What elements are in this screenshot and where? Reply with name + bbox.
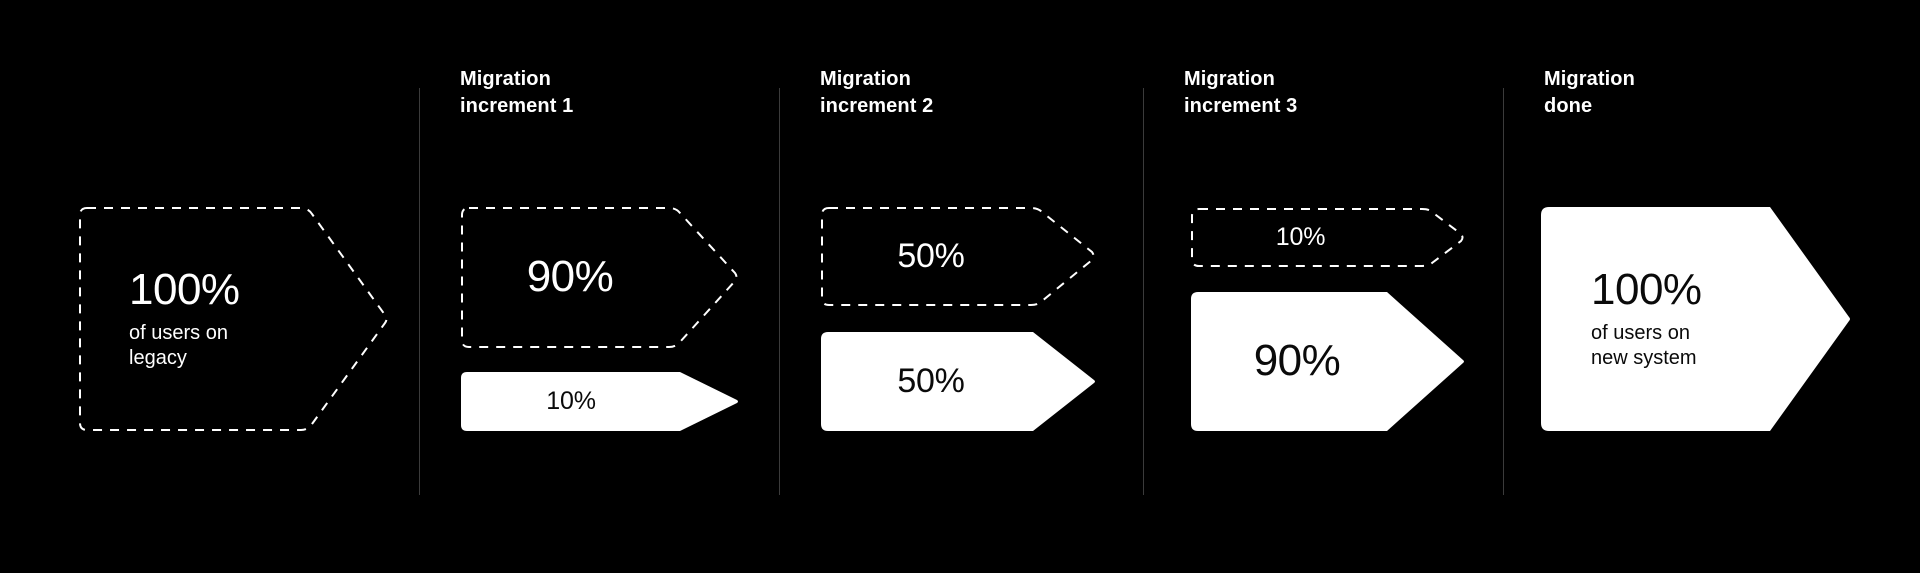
arrow-shape-solid <box>1541 207 1850 431</box>
arrow-inc1-legacy: 90% <box>461 207 739 348</box>
arrow-shape-dashed <box>821 207 1095 306</box>
arrow-inc2-legacy: 50% <box>821 207 1096 306</box>
column-divider-4 <box>1503 88 1504 495</box>
arrow-done-100: 100% of users on new system <box>1541 207 1851 431</box>
arrow-shape-solid <box>821 332 1095 431</box>
column-header-increment-1: Migration increment 1 <box>460 68 574 117</box>
column-header-increment-3: Migration increment 3 <box>1184 68 1298 117</box>
arrow-inc3-legacy: 10% <box>1191 208 1465 267</box>
column-divider-1 <box>419 88 420 495</box>
arrow-shape-solid <box>461 372 738 431</box>
arrow-shape-solid <box>1191 292 1464 431</box>
arrow-legacy-100: 100% of users on legacy <box>79 207 389 431</box>
column-header-increment-2: Migration increment 2 <box>820 68 934 117</box>
column-header-done: Migration done <box>1544 68 1635 117</box>
arrow-shape-dashed <box>461 207 738 348</box>
arrow-shape-dashed <box>79 207 388 431</box>
arrow-shape-dashed <box>1191 208 1464 267</box>
column-divider-2 <box>779 88 780 495</box>
arrow-inc3-new: 90% <box>1191 292 1465 431</box>
arrow-inc1-new: 10% <box>461 372 739 431</box>
column-divider-3 <box>1143 88 1144 495</box>
arrow-inc2-new: 50% <box>821 332 1096 431</box>
